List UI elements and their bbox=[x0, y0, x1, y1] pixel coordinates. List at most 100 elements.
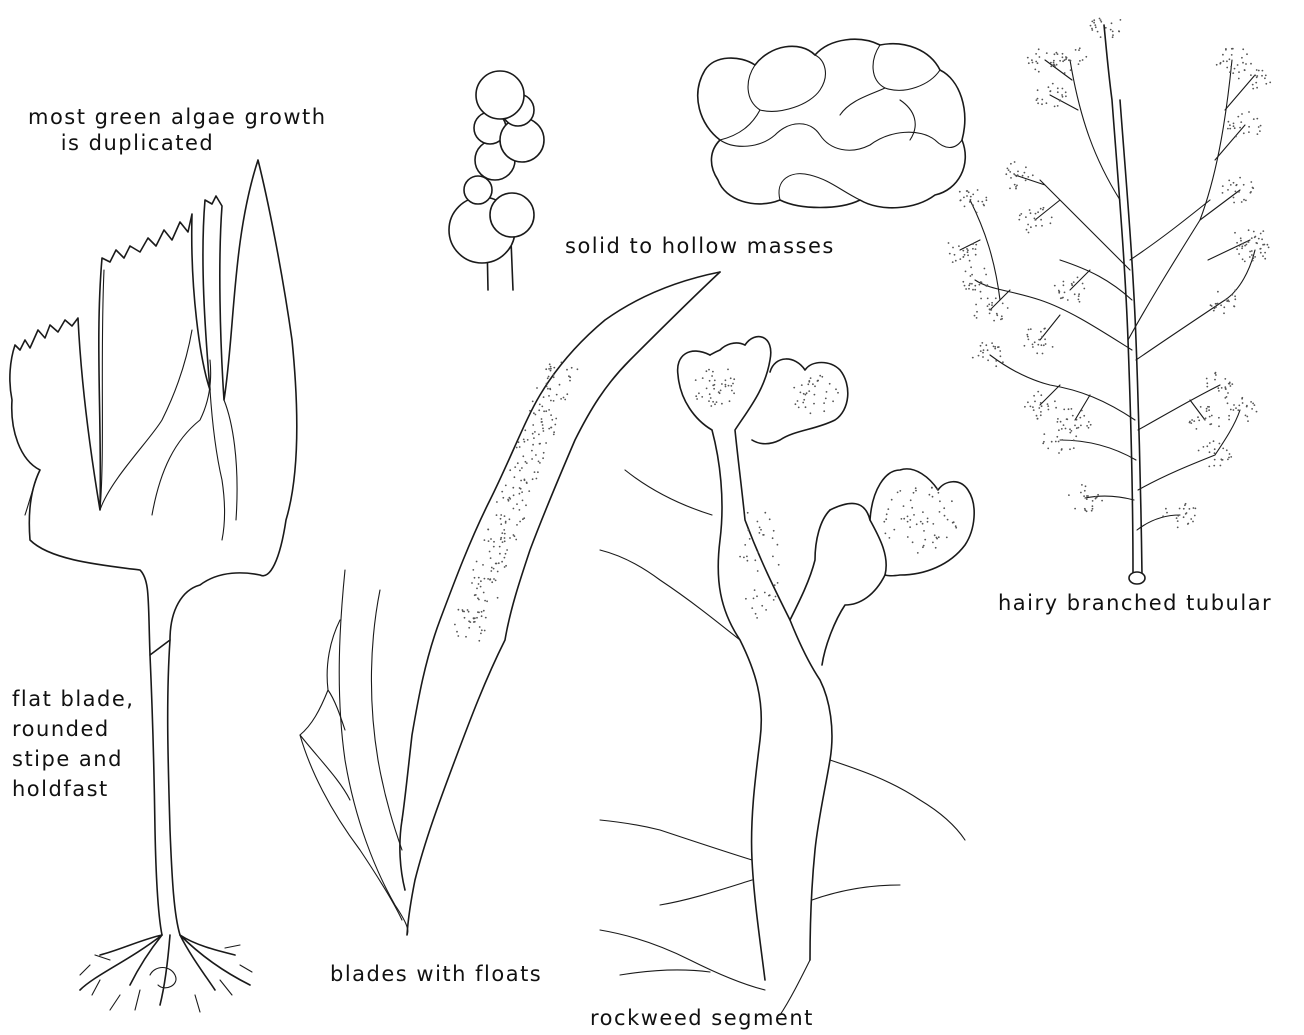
hair-stipple bbox=[1070, 60, 1072, 62]
receptacle-stipple bbox=[823, 410, 825, 412]
receptacle-stipple bbox=[706, 388, 708, 390]
hair-stipple bbox=[1248, 111, 1250, 113]
receptacle-stipple bbox=[897, 492, 899, 494]
receptacle-stipple bbox=[733, 378, 735, 380]
hair-stipple bbox=[1246, 405, 1248, 407]
float-stipple bbox=[489, 551, 491, 553]
float-stipple bbox=[458, 609, 460, 611]
hair-stipple bbox=[1237, 409, 1239, 411]
hair-stipple bbox=[997, 346, 999, 348]
float-stipple bbox=[519, 493, 521, 495]
hair-stipple bbox=[1058, 452, 1060, 454]
rockweed-stipple bbox=[764, 592, 766, 594]
receptacle-stipple bbox=[711, 375, 713, 377]
hair-stipple bbox=[1193, 420, 1195, 422]
hair-stipple bbox=[975, 244, 977, 246]
rockweed-stipple bbox=[756, 595, 758, 597]
hair-stipple bbox=[1007, 307, 1009, 309]
hair-stipple bbox=[1234, 298, 1236, 300]
float-stipple bbox=[548, 368, 550, 370]
hair-stipple bbox=[1022, 175, 1024, 177]
rockweed-stipple bbox=[772, 537, 774, 539]
hair-stipple bbox=[1233, 404, 1235, 406]
hair-stipple bbox=[986, 284, 988, 286]
hair-stipple bbox=[1007, 168, 1009, 170]
float-stipple bbox=[523, 439, 525, 441]
float-stipple bbox=[509, 469, 511, 471]
float-stipple bbox=[550, 370, 552, 372]
receptacle-stipple bbox=[922, 546, 924, 548]
float-stipple bbox=[526, 462, 528, 464]
hair-stipple bbox=[1220, 465, 1222, 467]
hair-stipple bbox=[1059, 60, 1061, 62]
hair-stipple bbox=[1064, 59, 1066, 61]
hair-stipple bbox=[1231, 294, 1233, 296]
hair-stipple bbox=[1028, 339, 1030, 341]
float-stipple bbox=[542, 457, 544, 459]
float-stipple bbox=[504, 537, 506, 539]
hair-stipple bbox=[1085, 485, 1087, 487]
float-stipple bbox=[554, 424, 556, 426]
hair-stipple bbox=[1256, 75, 1258, 77]
float-stipple bbox=[504, 515, 506, 517]
hair-stipple bbox=[1234, 232, 1236, 234]
hair-stipple bbox=[1209, 451, 1211, 453]
float-stipple bbox=[493, 546, 495, 548]
hair-stipple bbox=[1238, 71, 1240, 73]
hair-stipple bbox=[1244, 261, 1246, 263]
hair-stipple bbox=[1009, 171, 1011, 173]
float-stipple bbox=[493, 578, 495, 580]
hair-stipple bbox=[1071, 430, 1073, 432]
receptacle-stipple bbox=[725, 384, 727, 386]
float-stipple bbox=[505, 553, 507, 555]
hair-stipple bbox=[1043, 441, 1045, 443]
float-stipple bbox=[553, 367, 555, 369]
hair-stipple bbox=[1189, 421, 1191, 423]
hair-stipple bbox=[968, 285, 970, 287]
hair-stipple bbox=[1211, 415, 1213, 417]
receptacle-stipple bbox=[716, 401, 718, 403]
hair-stipple bbox=[1035, 225, 1037, 227]
hair-stipple bbox=[1213, 310, 1215, 312]
rockweed-stipple bbox=[773, 599, 775, 601]
float-stipple bbox=[564, 399, 566, 401]
hair-stipple bbox=[1041, 225, 1043, 227]
receptacle-stipple bbox=[714, 380, 716, 382]
receptacle-stipple bbox=[832, 400, 834, 402]
float-stipple bbox=[501, 491, 503, 493]
float-stipple bbox=[515, 539, 517, 541]
hair-stipple bbox=[1262, 230, 1264, 232]
hair-stipple bbox=[974, 289, 976, 291]
receptacle-stipple bbox=[951, 500, 953, 502]
hair-stipple bbox=[1041, 405, 1043, 407]
float-stipple bbox=[474, 577, 476, 579]
float-stipple bbox=[566, 369, 568, 371]
hair-stipple bbox=[1225, 388, 1227, 390]
receptacle-stipple bbox=[730, 385, 732, 387]
hair-stipple bbox=[1187, 523, 1189, 525]
hair-stipple bbox=[1231, 54, 1233, 56]
hair-stipple bbox=[1228, 415, 1230, 417]
receptacle-stipple bbox=[721, 383, 723, 385]
hair-stipple bbox=[1032, 406, 1034, 408]
rockweed-stipple bbox=[759, 532, 761, 534]
hair-stipple bbox=[972, 194, 974, 196]
hair-stipple bbox=[1236, 184, 1238, 186]
float-stipple bbox=[506, 549, 508, 551]
hair-stipple bbox=[1083, 495, 1085, 497]
receptacle-stipple bbox=[907, 516, 909, 518]
float-stipple bbox=[563, 397, 565, 399]
hair-stipple bbox=[1086, 498, 1088, 500]
hair-stipple bbox=[996, 313, 998, 315]
receptacle-stipple bbox=[907, 536, 909, 538]
hair-stipple bbox=[977, 200, 979, 202]
receptacle-stipple bbox=[916, 523, 918, 525]
rockweed-stipple bbox=[772, 556, 774, 558]
hair-stipple bbox=[975, 248, 977, 250]
receptacle-stipple bbox=[936, 488, 938, 490]
hair-stipple bbox=[1074, 508, 1076, 510]
hair-stipple bbox=[959, 191, 961, 193]
hair-stipple bbox=[1078, 293, 1080, 295]
hair-stipple bbox=[1052, 83, 1054, 85]
hair-stipple bbox=[995, 360, 997, 362]
